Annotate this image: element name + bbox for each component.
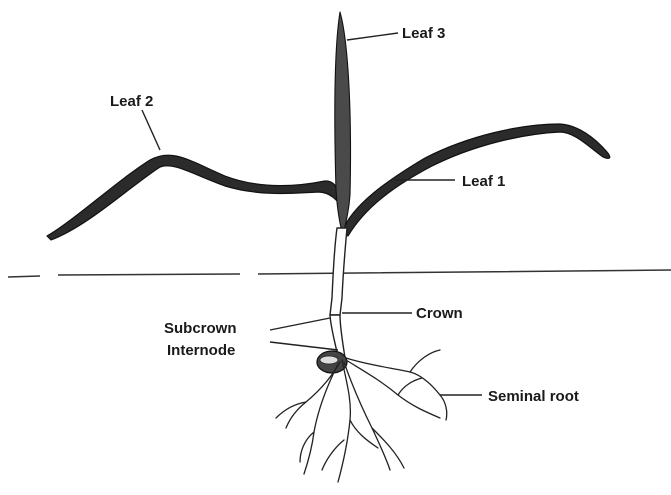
seminal-roots	[276, 350, 447, 482]
label-leaf-1: Leaf 1	[462, 173, 505, 190]
leaf-2	[47, 155, 345, 240]
label-internode: Internode	[167, 342, 235, 359]
label-leaf-3: Leaf 3	[402, 25, 445, 42]
subcrown-leader-lower	[270, 342, 338, 350]
leaf-3-leader	[347, 33, 398, 40]
stem	[330, 228, 347, 315]
label-subcrown: Subcrown	[164, 320, 237, 337]
leaf-2-leader	[142, 110, 160, 150]
leaf-3	[335, 12, 351, 235]
label-crown: Crown	[416, 305, 463, 322]
label-seminal-root: Seminal root	[488, 388, 579, 405]
subcrown-leader-upper	[270, 318, 330, 330]
label-leaf-2: Leaf 2	[110, 93, 153, 110]
